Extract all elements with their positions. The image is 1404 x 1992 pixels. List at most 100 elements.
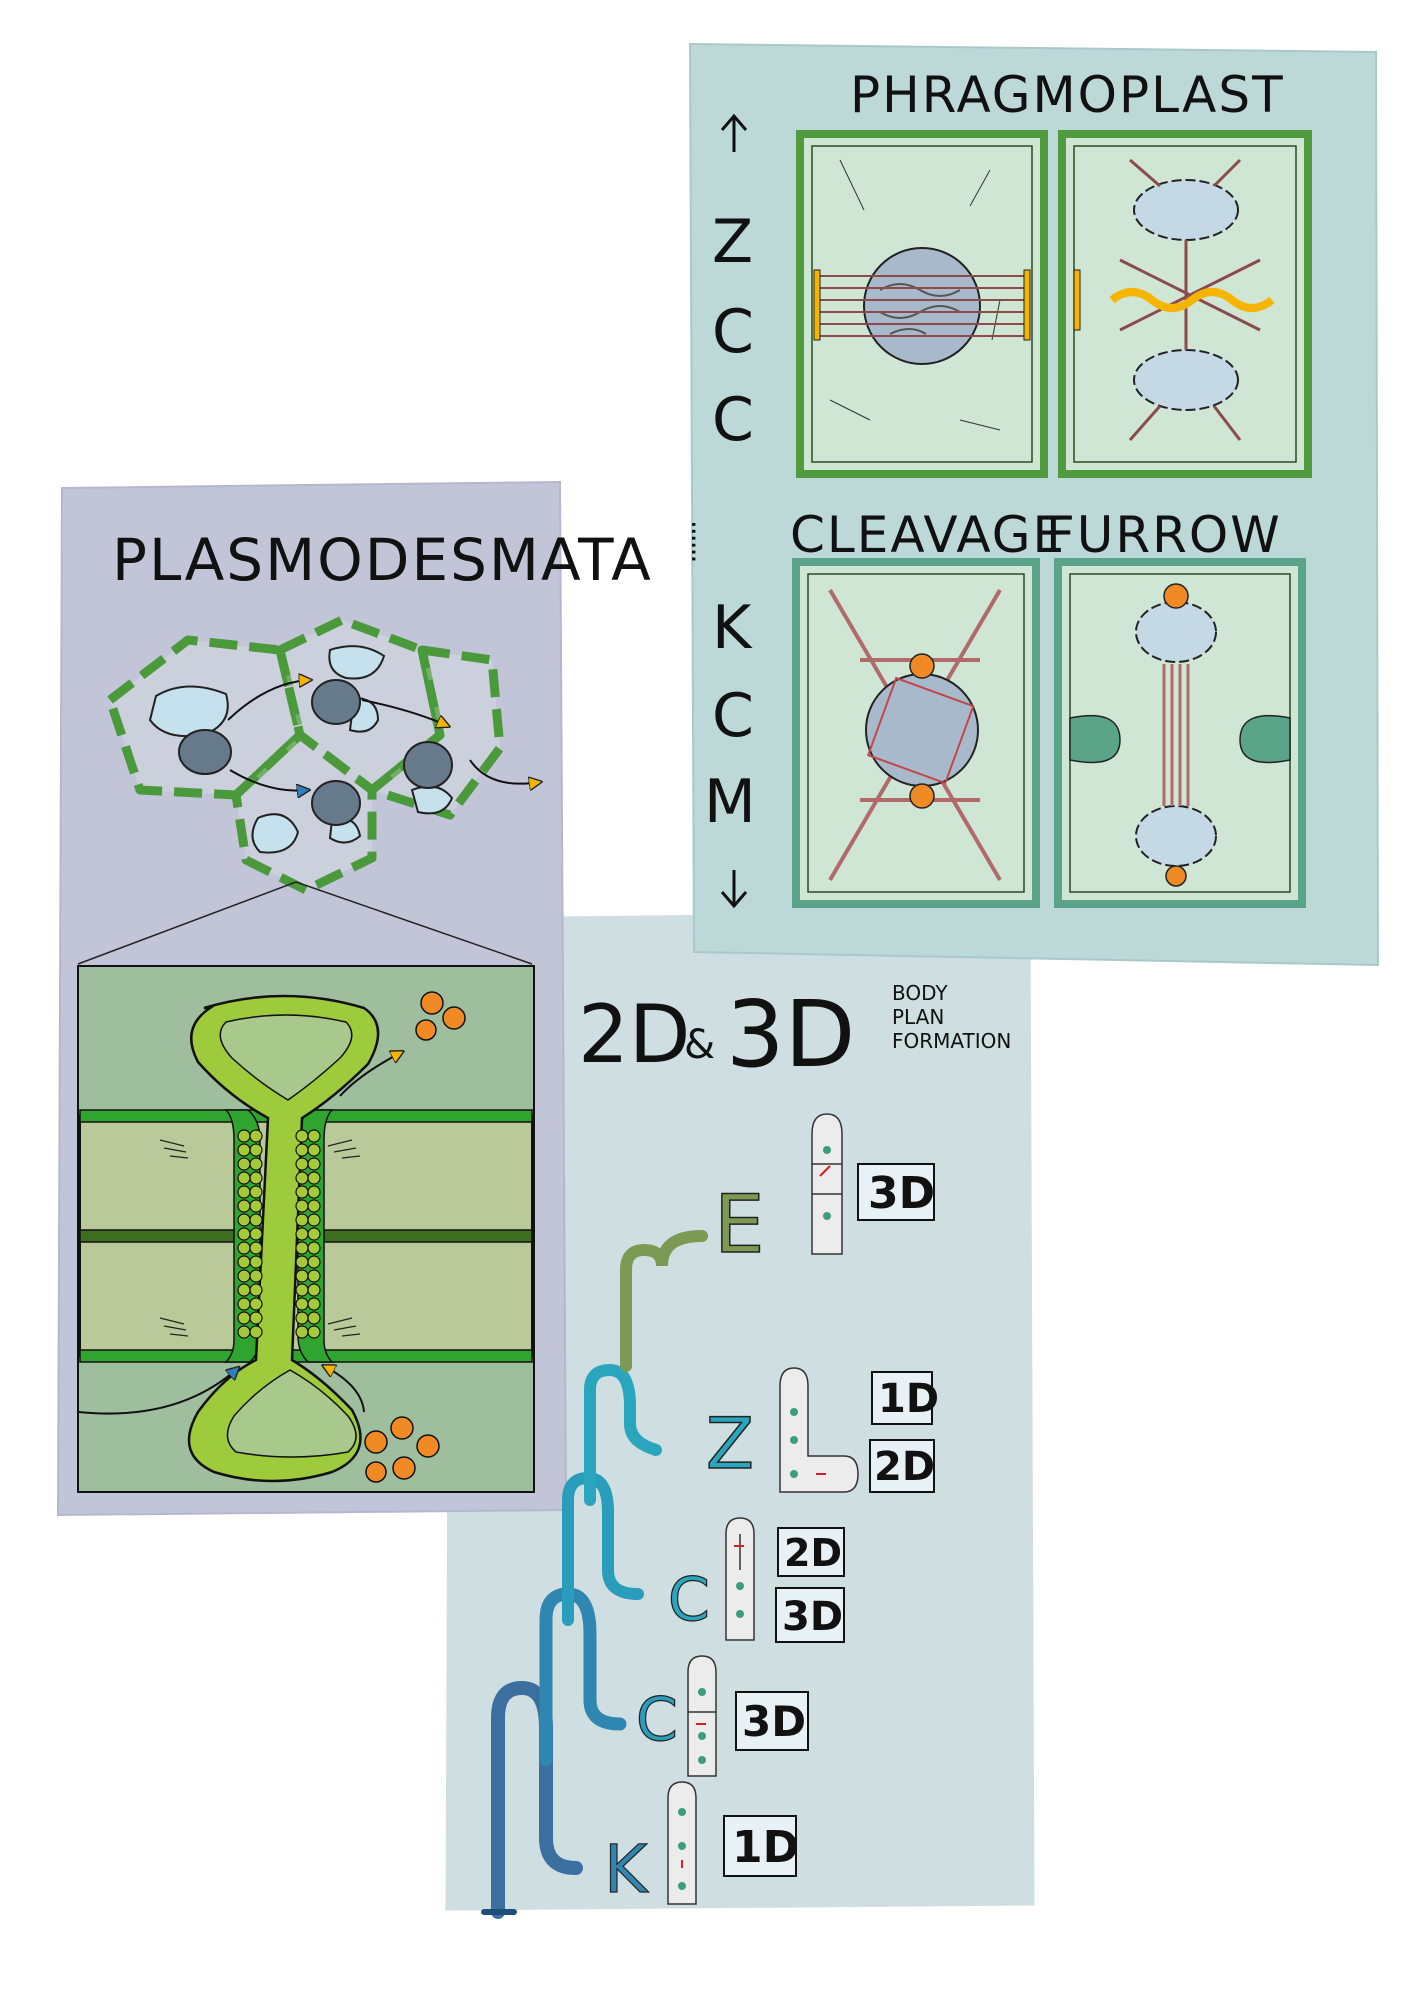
daughter-nucleus xyxy=(1135,601,1217,663)
dimension-label: 2D xyxy=(874,1444,935,1490)
subtitle-line: BODY xyxy=(892,981,948,1005)
dimension-box xyxy=(869,1439,935,1493)
particle xyxy=(442,1006,466,1030)
protein-bead xyxy=(237,1283,251,1297)
protein-bead xyxy=(307,1283,321,1297)
filament-icon xyxy=(725,1517,755,1641)
title-ampersand: & xyxy=(684,1022,715,1068)
protein-bead xyxy=(249,1297,263,1311)
protein-bead xyxy=(295,1199,309,1213)
dimension-label: 2D xyxy=(784,1531,842,1575)
subtitle-line: FORMATION xyxy=(892,1029,1011,1053)
dimension-label: 3D xyxy=(742,1697,806,1746)
dimension-box xyxy=(871,1371,933,1425)
protein-bead xyxy=(307,1199,321,1213)
vacuole xyxy=(148,685,229,738)
protein-bead xyxy=(237,1311,251,1325)
particle xyxy=(390,1416,414,1440)
level-z: Z 1D 2D xyxy=(705,1367,939,1493)
cell-cluster xyxy=(105,615,540,895)
cleavage-cell-metaphase xyxy=(792,558,1040,908)
down-arrow-icon xyxy=(720,870,748,909)
centrosome xyxy=(909,783,935,809)
transport-arrow xyxy=(324,1366,365,1413)
transport-arrow xyxy=(77,1368,238,1415)
filament-icon xyxy=(667,1781,697,1905)
lineage-column: Z C C ...... K C M xyxy=(685,113,756,909)
protein-bead xyxy=(307,1143,321,1157)
protein-bead xyxy=(237,1171,251,1185)
protein-bead xyxy=(307,1269,321,1283)
protein-bead xyxy=(295,1171,309,1185)
protein-bead xyxy=(249,1255,263,1269)
protein-bead xyxy=(237,1213,251,1227)
zoom-lines xyxy=(77,881,533,965)
level-c-upper: C 2D 3D xyxy=(667,1517,845,1643)
protein-bead xyxy=(295,1241,309,1255)
protein-bead xyxy=(237,1143,251,1157)
filament-icon xyxy=(687,1655,717,1777)
protein-bead xyxy=(237,1255,251,1269)
nucleus xyxy=(403,741,453,789)
protein-bead xyxy=(295,1325,309,1339)
particle xyxy=(365,1461,387,1483)
protein-bead xyxy=(295,1269,309,1283)
filament-icon xyxy=(811,1113,843,1255)
particle xyxy=(416,1434,440,1458)
centrosome xyxy=(909,653,935,679)
tree-branch xyxy=(562,1471,644,1626)
cell-outline xyxy=(367,645,505,820)
title-2d: 2D xyxy=(578,988,691,1081)
lineage-letter: K xyxy=(712,593,753,663)
dimension-label: 1D xyxy=(732,1822,799,1873)
protein-bead xyxy=(249,1157,263,1171)
chromosome-mass xyxy=(863,247,981,365)
particle xyxy=(392,1456,416,1480)
protein-bead xyxy=(295,1157,309,1171)
furrow-title: FURROW xyxy=(1046,506,1282,564)
vacuole xyxy=(328,645,386,680)
protein-bead xyxy=(249,1143,263,1157)
protein-bead xyxy=(307,1227,321,1241)
cell-plate xyxy=(1109,288,1275,312)
protein-bead xyxy=(307,1213,321,1227)
transport-arrow xyxy=(339,1052,402,1097)
dimension-box xyxy=(775,1587,845,1643)
protein-bead xyxy=(249,1213,263,1227)
protein-bead xyxy=(307,1185,321,1199)
protein-bead xyxy=(295,1297,309,1311)
dimension-box xyxy=(735,1691,809,1751)
phragmoplast-cell-metaphase xyxy=(796,130,1048,478)
body-plan-heading: 2D & 3D BODY PLAN FORMATION xyxy=(578,981,1011,1088)
particle xyxy=(415,1019,437,1041)
plasmodesmata-title: PLASMODESMATA xyxy=(112,526,653,594)
protein-bead xyxy=(295,1255,309,1269)
protein-bead xyxy=(307,1157,321,1171)
protein-bead xyxy=(295,1227,309,1241)
dimension-label: 3D xyxy=(868,1168,935,1219)
level-c-lower: C 3D xyxy=(635,1655,809,1777)
lineage-dots: ...... xyxy=(685,520,718,561)
level-e: E 3D xyxy=(713,1113,935,1272)
protein-bead xyxy=(307,1129,321,1143)
nucleus xyxy=(311,780,361,826)
lineage-letter: Z xyxy=(712,207,753,277)
protein-bead xyxy=(237,1325,251,1339)
protein-bead xyxy=(237,1241,251,1255)
phragmoplast-title: PHRAGMOPLAST xyxy=(850,66,1285,124)
protein-bead xyxy=(249,1199,263,1213)
centrosome xyxy=(1165,865,1187,887)
lineage-letter: C xyxy=(712,385,754,455)
transport-arrow xyxy=(361,699,448,726)
cleavage-cell-furrow xyxy=(1054,558,1306,908)
furrow-ingression xyxy=(1069,714,1121,764)
protein-bead xyxy=(249,1129,263,1143)
protein-bead xyxy=(237,1297,251,1311)
subtitle-line: PLAN xyxy=(892,1005,944,1029)
cleavage-title: CLEAVAGE xyxy=(790,506,1066,564)
protein-bead xyxy=(249,1269,263,1283)
daughter-nucleus xyxy=(1135,805,1217,867)
level-letter: E xyxy=(714,1178,765,1271)
protein-bead xyxy=(249,1241,263,1255)
protein-bead xyxy=(249,1283,263,1297)
